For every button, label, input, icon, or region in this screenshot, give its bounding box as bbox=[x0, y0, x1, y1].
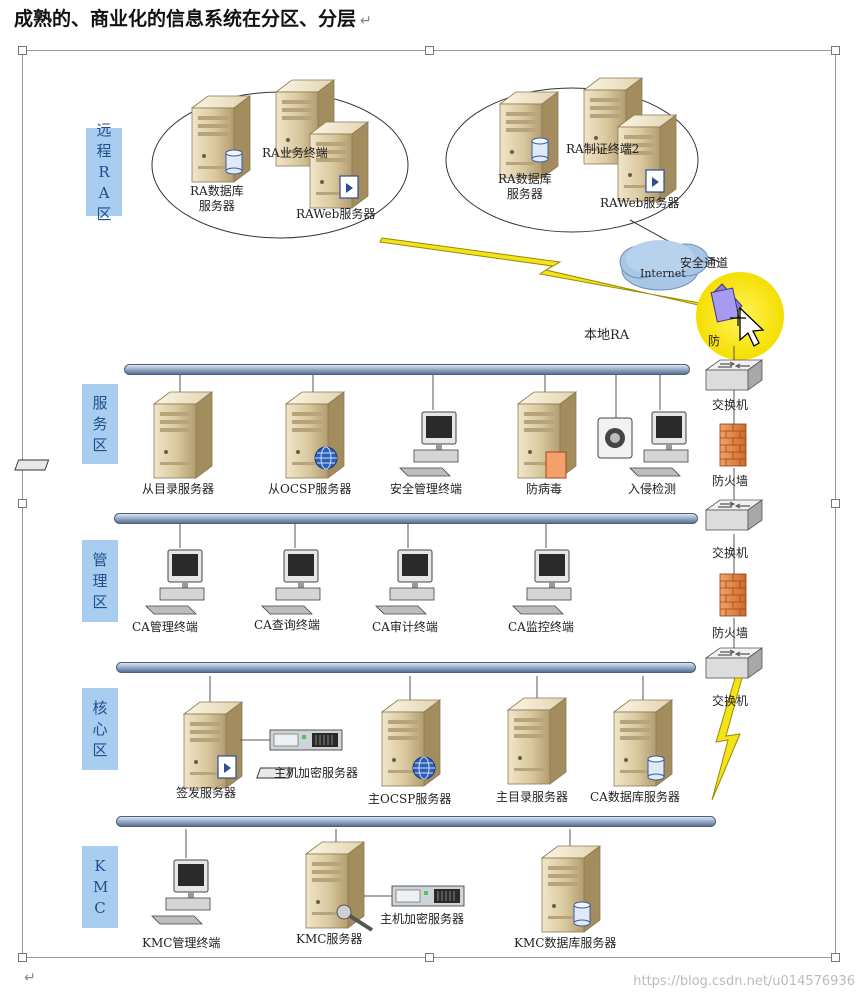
label-internet: Internet bbox=[640, 267, 686, 280]
label-kmc-database-server: KMC数据库服务器 bbox=[514, 936, 617, 950]
internet-cloud bbox=[619, 240, 709, 291]
label-firewall-1: 防火墙 bbox=[712, 474, 749, 488]
resize-handle[interactable] bbox=[831, 499, 840, 508]
label-ra-web-server-2: RAWeb服务器 bbox=[600, 196, 680, 210]
resize-handle[interactable] bbox=[18, 953, 27, 962]
label-ca-audit-terminal: CA审计终端 bbox=[372, 620, 438, 634]
label-ca-database-server: CA数据库服务器 bbox=[590, 790, 680, 804]
label-intrusion-detection: 入侵检测 bbox=[628, 482, 677, 496]
label-master-ocsp-server: 主OCSP服务器 bbox=[368, 792, 452, 806]
label-host-encryption-server: 主机加密服务器 bbox=[274, 766, 359, 780]
network-bus-management bbox=[114, 513, 698, 524]
label-ra-cert-terminal: RA制证终端2 bbox=[566, 142, 640, 156]
label-kmc-server: KMC服务器 bbox=[296, 932, 363, 946]
key-icon bbox=[336, 904, 374, 932]
mouse-cursor-icon bbox=[730, 306, 765, 347]
resize-handle[interactable] bbox=[425, 46, 434, 55]
label-ra-web-server-1: RAWeb服务器 bbox=[296, 207, 376, 221]
zone-label-kmc: KMC bbox=[82, 846, 118, 928]
network-bus-kmc bbox=[116, 816, 716, 827]
label-kmc-mgmt-terminal: KMC管理终端 bbox=[142, 936, 221, 950]
zone-label-management: 管理区 bbox=[82, 540, 118, 622]
label-local-ra: 本地RA bbox=[584, 328, 630, 343]
label-slave-directory-server: 从目录服务器 bbox=[142, 482, 215, 496]
paragraph-mark-icon: ↵ bbox=[24, 970, 36, 986]
resize-handle[interactable] bbox=[425, 953, 434, 962]
network-bus-service bbox=[124, 364, 690, 375]
resize-handle[interactable] bbox=[831, 46, 840, 55]
label-ra-db-server-1: RA数据库 服务器 bbox=[190, 184, 244, 213]
label-kmc-host-encryption-server: 主机加密服务器 bbox=[380, 912, 465, 926]
resize-handle[interactable] bbox=[18, 46, 27, 55]
label-firewall-2: 防火墙 bbox=[712, 626, 749, 640]
watermark: https://blog.csdn.net/u014576936 bbox=[633, 974, 855, 989]
label-ca-query-terminal: CA查询终端 bbox=[254, 618, 320, 632]
resize-handle[interactable] bbox=[831, 953, 840, 962]
page-title: 成熟的、商业化的信息系统在分区、分层↵ bbox=[14, 8, 372, 30]
label-ra-business-terminal: RA业务终端 bbox=[262, 146, 328, 160]
label-issuing-server: 签发服务器 bbox=[176, 786, 237, 800]
remote-ra-cluster-2 bbox=[445, 87, 699, 233]
label-switch-1: 交换机 bbox=[712, 398, 749, 412]
intrusion-detection-device bbox=[597, 417, 633, 459]
label-switch-2: 交换机 bbox=[712, 546, 749, 560]
zone-label-remote-ra: 远程RA区 bbox=[86, 121, 122, 223]
label-ca-mgmt-terminal: CA管理终端 bbox=[132, 620, 198, 634]
label-slave-ocsp-server: 从OCSP服务器 bbox=[268, 482, 352, 496]
label-security-mgmt-terminal: 安全管理终端 bbox=[390, 482, 463, 496]
label-switch-3: 交换机 bbox=[712, 694, 749, 708]
label-ra-db-server-2: RA数据库 服务器 bbox=[498, 172, 552, 201]
zone-label-core: 核心区 bbox=[82, 688, 118, 770]
label-antivirus: 防病毒 bbox=[526, 482, 563, 496]
network-bus-core bbox=[116, 662, 696, 673]
label-secure-tunnel: 安全通道 bbox=[680, 256, 729, 270]
label-firewall-partial: 防 bbox=[708, 334, 721, 348]
resize-handle[interactable] bbox=[18, 499, 27, 508]
label-ca-monitor-terminal: CA监控终端 bbox=[508, 620, 574, 634]
label-master-directory-server: 主目录服务器 bbox=[496, 790, 569, 804]
zone-label-service: 服务区 bbox=[82, 384, 118, 464]
